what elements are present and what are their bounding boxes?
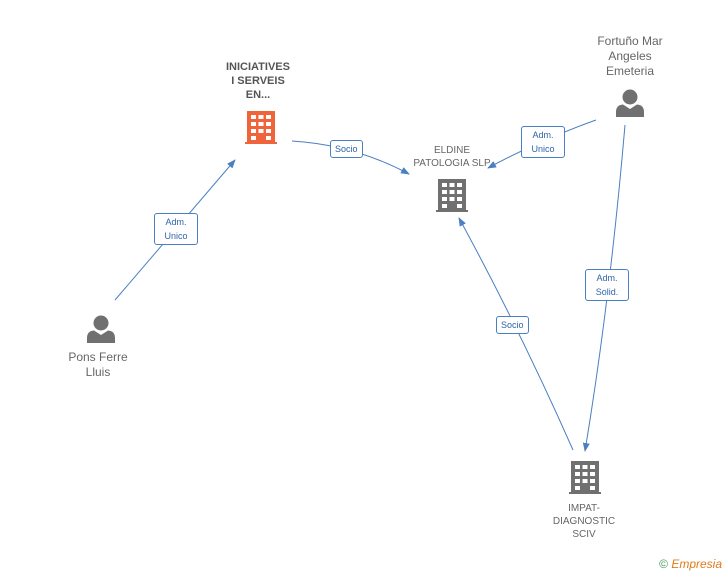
copyright-icon: © [659,557,668,571]
building-icon-impat[interactable] [569,461,601,494]
company-label-iniciatives[interactable]: INICIATIVES I SERVEIS EN... [226,61,290,101]
company-label-eldine[interactable]: ELDINE PATOLOGIA SLP [413,145,491,169]
footer-brand: © Empresia [659,557,722,571]
edge-label-fortuno-impat: Adm. Solid. [585,269,629,301]
edge-impat-eldine [458,217,574,451]
person-icon-fortuno[interactable] [616,89,644,118]
company-label-impat[interactable]: IMPAT- DIAGNOSTIC SCIV [552,503,616,540]
edge-label-impat-eldine: Socio [496,316,529,334]
edge-label-fortuno-eldine: Adm. Unico [521,126,565,158]
person-label-pons[interactable]: Pons Ferre Lluis [68,350,128,379]
building-icon-eldine[interactable] [436,179,468,212]
person-label-fortuno[interactable]: Fortuño Mar Angeles Emeteria [597,34,663,78]
edge-label-pons-iniciatives: Adm. Unico [154,213,198,245]
brand-logo: Empresia [671,557,722,571]
building-icon-iniciatives[interactable] [245,111,277,144]
edge-label-iniciatives-eldine: Socio [330,140,363,158]
person-icon-pons[interactable] [87,315,115,344]
